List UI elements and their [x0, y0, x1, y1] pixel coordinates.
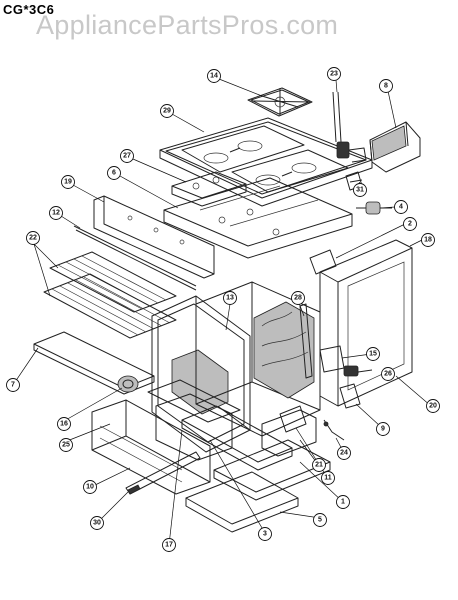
callout-5: 5: [313, 513, 327, 527]
callout-label: 11: [324, 475, 332, 482]
callout-label: 29: [163, 108, 171, 115]
callout-23: 23: [327, 67, 341, 81]
callout-label: 8: [384, 83, 388, 90]
callout-17: 17: [162, 538, 176, 552]
callout-label: 31: [356, 187, 364, 194]
callout-19: 19: [61, 175, 75, 189]
oven-door[interactable]: [151, 295, 251, 453]
callout-label: 16: [60, 421, 68, 428]
oven-burner-orifice[interactable]: [339, 383, 361, 409]
callout-4: 4: [394, 200, 408, 214]
base-frame[interactable]: [213, 439, 331, 501]
model-code: CG*3C6: [3, 2, 55, 17]
oven-control-knob[interactable]: [117, 375, 139, 393]
callout-10: 10: [83, 480, 97, 494]
callout-label: 22: [29, 235, 37, 242]
callout-label: 7: [11, 382, 15, 389]
callout-label: 17: [165, 542, 173, 549]
callout-label: 26: [384, 371, 392, 378]
bottom-panel[interactable]: [261, 409, 317, 457]
callout-label: 4: [399, 204, 403, 211]
callout-label: 18: [424, 237, 432, 244]
callout-18: 18: [421, 233, 435, 247]
oven-rack-lower[interactable]: [43, 273, 177, 339]
callout-label: 9: [381, 426, 385, 433]
callout-9: 9: [376, 422, 390, 436]
side-panel[interactable]: [319, 239, 413, 407]
callout-label: 30: [93, 520, 101, 527]
callout-12: 12: [49, 206, 63, 220]
callout-label: 1: [341, 499, 345, 506]
burner-grate[interactable]: [247, 87, 313, 117]
backguard-panel[interactable]: [369, 121, 421, 173]
callout-3: 3: [258, 527, 272, 541]
broiler-tray[interactable]: [33, 331, 155, 395]
door-hinge-bracket[interactable]: [309, 249, 337, 275]
insulation-blanket[interactable]: [253, 301, 315, 399]
callout-6: 6: [107, 166, 121, 180]
callout-11: 11: [321, 471, 335, 485]
kick-panel[interactable]: [185, 471, 299, 533]
pressure-regulator[interactable]: [356, 201, 392, 215]
callout-label: 13: [226, 295, 234, 302]
burner-box[interactable]: [163, 177, 353, 259]
oven-cavity[interactable]: [195, 281, 321, 437]
front-rail[interactable]: [93, 195, 215, 279]
callout-label: 25: [62, 442, 70, 449]
callout-label: 5: [318, 517, 322, 524]
manifold-panel[interactable]: [171, 171, 247, 207]
callout-label: 10: [86, 484, 94, 491]
callout-label: 24: [340, 450, 348, 457]
callout-8: 8: [379, 79, 393, 93]
drawer-front[interactable]: [181, 405, 293, 471]
leader-lines: [12, 78, 432, 546]
callout-label: 23: [330, 71, 338, 78]
callout-label: 20: [429, 403, 437, 410]
callout-15: 15: [366, 347, 380, 361]
callout-25: 25: [59, 438, 73, 452]
callout-1: 1: [336, 495, 350, 509]
callout-26: 26: [381, 367, 395, 381]
callout-29: 29: [160, 104, 174, 118]
callout-label: 21: [315, 462, 323, 469]
callout-22: 22: [26, 231, 40, 245]
callout-27: 27: [120, 149, 134, 163]
spark-igniter[interactable]: [332, 91, 367, 163]
callout-label: 28: [294, 295, 302, 302]
callout-16: 16: [57, 417, 71, 431]
callout-2: 2: [403, 217, 417, 231]
callout-label: 19: [64, 179, 72, 186]
callout-label: 2: [408, 221, 412, 228]
callout-30: 30: [90, 516, 104, 530]
callout-14: 14: [207, 69, 221, 83]
igniter-lead[interactable]: [323, 419, 345, 441]
callout-label: 12: [52, 210, 60, 217]
callout-28: 28: [291, 291, 305, 305]
callout-31: 31: [353, 183, 367, 197]
safety-valve[interactable]: [343, 365, 373, 377]
callout-24: 24: [337, 446, 351, 460]
watermark: AppliancePartsPros.com: [36, 10, 339, 40]
callout-label: 6: [112, 170, 116, 177]
callout-21: 21: [312, 458, 326, 472]
drawer-slide[interactable]: [125, 451, 201, 495]
callout-13: 13: [223, 291, 237, 305]
callout-label: 14: [210, 73, 218, 80]
callout-label: 15: [369, 351, 377, 358]
callout-label: 27: [123, 153, 131, 160]
rack-support-rod[interactable]: [73, 225, 197, 291]
callout-label: 3: [263, 531, 267, 538]
callout-20: 20: [426, 399, 440, 413]
lower-burner-shield[interactable]: [279, 405, 307, 433]
callout-7: 7: [6, 378, 20, 392]
